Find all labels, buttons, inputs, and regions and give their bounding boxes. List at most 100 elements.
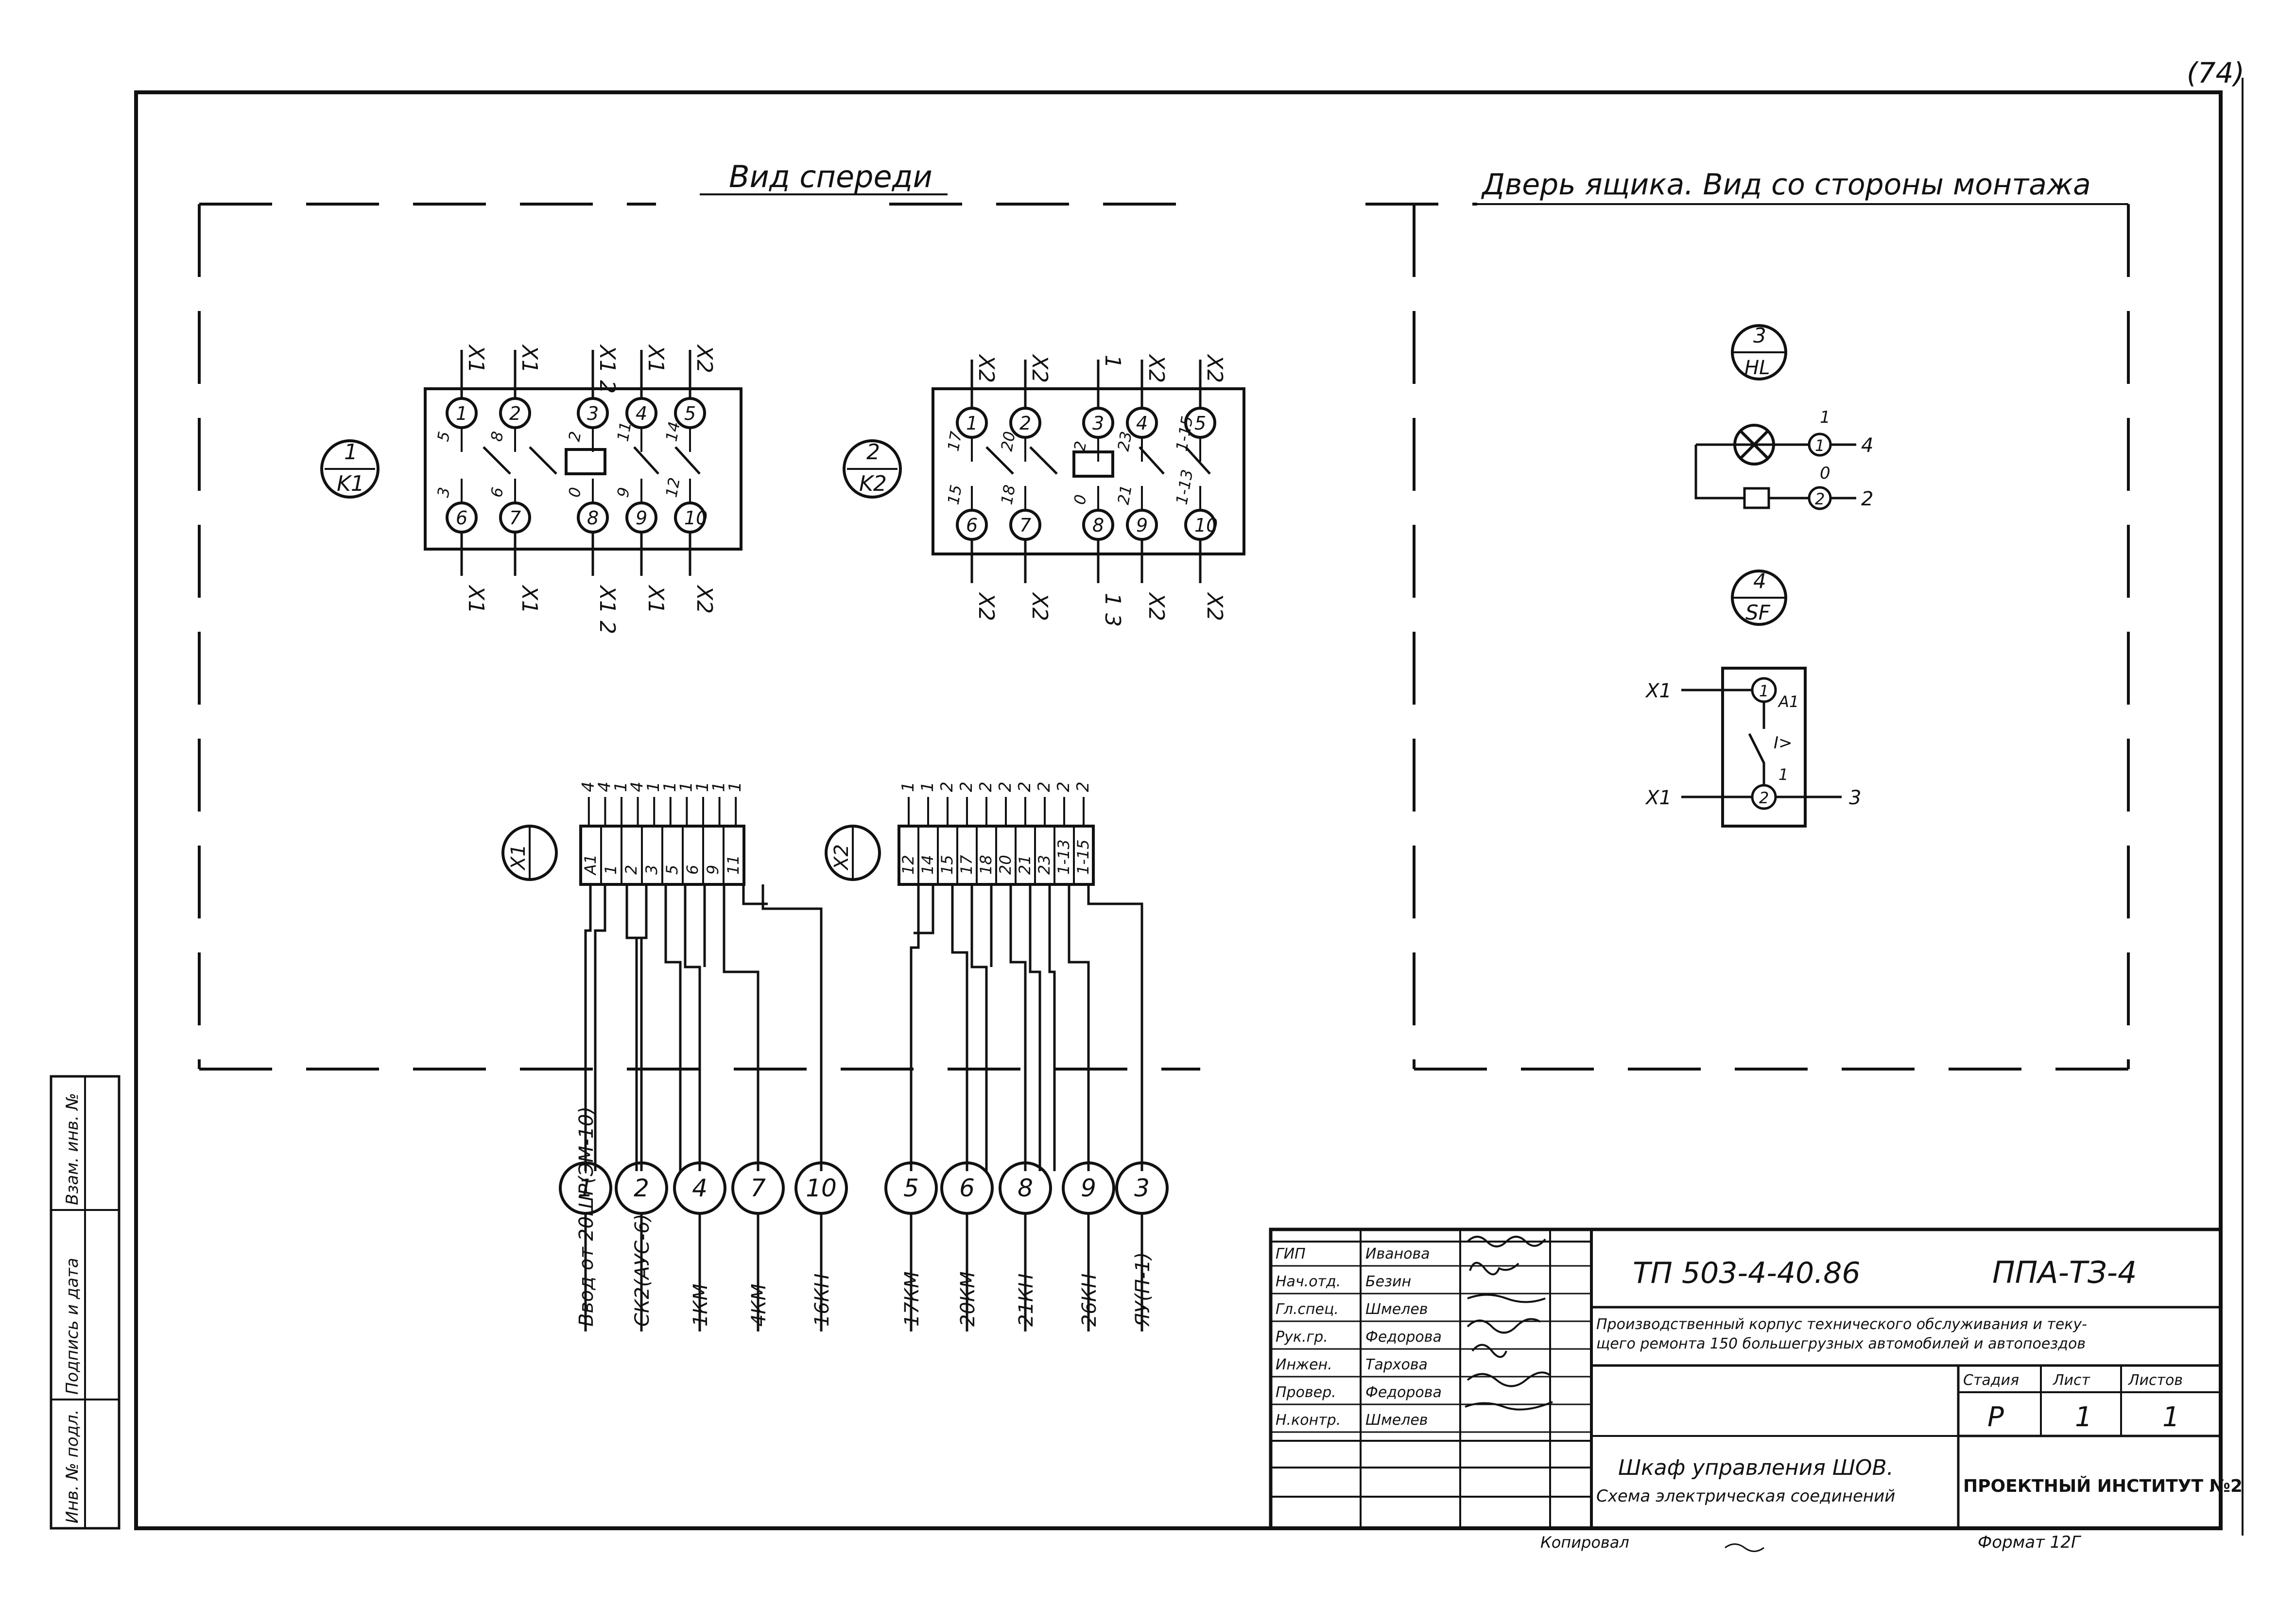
relay-pin-label: 3 bbox=[1092, 413, 1104, 434]
relay-contact-label: 15 bbox=[944, 484, 965, 506]
front-view-title: Вид спереди bbox=[729, 159, 932, 194]
cable-number: 3 bbox=[1134, 1174, 1150, 1202]
relay-pin-label: 10 bbox=[1194, 515, 1218, 536]
breaker-mark-a1: A1 bbox=[1778, 692, 1799, 711]
role-label: Гл.спец. bbox=[1276, 1301, 1339, 1318]
relay-k2 bbox=[932, 387, 1245, 555]
terminal-label: 11 bbox=[724, 855, 742, 875]
relay-contact-label: 9 bbox=[613, 486, 633, 499]
terminal-wire-label: 2 bbox=[1015, 781, 1035, 792]
terminal-label: 2 bbox=[622, 865, 640, 875]
relay-wire-top-label: X2 bbox=[974, 354, 999, 383]
breaker-symbol: I> bbox=[1774, 733, 1793, 753]
relay-wire-bottom-label: X2 bbox=[974, 592, 999, 621]
cable-number: 5 bbox=[903, 1174, 919, 1202]
relay-contact-label: 0 bbox=[565, 486, 585, 499]
relay-pin-label: 4 bbox=[1136, 413, 1148, 434]
breaker-left-wire-2: X1 bbox=[1645, 787, 1672, 809]
role-name: Федорова bbox=[1365, 1329, 1442, 1346]
relay-wire-bottom-label: X1 2 bbox=[595, 585, 620, 634]
sheet-value: 1 bbox=[2075, 1401, 2092, 1433]
terminal-label: A1 bbox=[581, 854, 600, 876]
role-name: Тархова bbox=[1365, 1356, 1428, 1373]
cable-routing bbox=[584, 884, 1143, 1171]
terminal-wire-label: 1 bbox=[709, 781, 729, 792]
terminal-wire-label: 2 bbox=[937, 781, 957, 792]
terminal-x2-badge: X2 bbox=[825, 825, 881, 881]
cable-label: 16КН bbox=[811, 1274, 833, 1327]
relay-wire-top-label: X1 2 bbox=[595, 344, 620, 394]
stamp-inv-orig: Инв. № подл. bbox=[63, 1409, 82, 1523]
terminal-wire-label: 1 bbox=[693, 781, 712, 792]
breaker-mark-1: 1 bbox=[1778, 765, 1788, 784]
relay-contact-label: 0 bbox=[1070, 493, 1090, 506]
relay-wire-top-label: 1 bbox=[1100, 355, 1125, 368]
relay-pin-label: 1 bbox=[966, 413, 978, 434]
signatures bbox=[1465, 1236, 1764, 1552]
relay-pin-label: 3 bbox=[587, 403, 599, 424]
relay-contact-label: 18 bbox=[997, 484, 1019, 506]
door-view-title: Дверь ящика. Вид со стороны монтажа bbox=[1481, 168, 2091, 202]
lamp-wire-2: 2 bbox=[1861, 488, 1873, 510]
lamp-pin-2: 2 bbox=[1815, 490, 1825, 508]
role-name: Шмелев bbox=[1365, 1412, 1428, 1429]
cable-number: 6 bbox=[959, 1174, 975, 1202]
breaker-pin-1: 1 bbox=[1759, 682, 1769, 700]
relay-contact-label: 8 bbox=[487, 430, 507, 443]
relay-wire-top-label: X1 bbox=[464, 344, 488, 373]
doc-code: ТП 503-4-40.86 bbox=[1633, 1256, 1861, 1290]
side-stamp: Инв. № подл. Подпись и дата Взам. инв. № bbox=[50, 1075, 121, 1530]
stage-value: Р bbox=[1987, 1401, 2004, 1433]
relay-pin-label: 6 bbox=[966, 515, 978, 536]
terminal-wire-label: 1 bbox=[918, 781, 937, 792]
relay-contact-label: 6 bbox=[487, 486, 507, 499]
terminal-label: 20 bbox=[996, 855, 1015, 875]
terminal-label: 21 bbox=[1016, 855, 1034, 875]
terminal-wire-label: 4 bbox=[595, 781, 614, 792]
relay-wire-bottom-label: X2 bbox=[1144, 592, 1169, 621]
page-number: (74) bbox=[2187, 56, 2244, 89]
lamp-pin-1: 1 bbox=[1815, 436, 1825, 455]
terminal-label: 14 bbox=[918, 855, 937, 875]
relay-wire-bottom-label: X2 bbox=[1027, 592, 1052, 621]
terminal-label: 9 bbox=[704, 865, 722, 875]
lamp-hl-id: 3 bbox=[1753, 324, 1766, 347]
terminal-wire-label: 2 bbox=[1054, 781, 1073, 792]
cable-label: 20КМ bbox=[957, 1271, 979, 1327]
terminal-wire-label: 1 bbox=[611, 781, 631, 792]
relay-pin-label: 9 bbox=[636, 507, 647, 529]
terminal-x2-code: X2 bbox=[830, 844, 853, 871]
terminal-wire-label: 2 bbox=[976, 781, 996, 792]
relay-pin-label: 8 bbox=[587, 507, 599, 529]
relay-wire-bottom-label: 1 3 bbox=[1100, 593, 1125, 627]
cable-number: 1 bbox=[578, 1174, 593, 1202]
stage-header: Стадия bbox=[1963, 1372, 2019, 1389]
relay-wire-top-label: X1 bbox=[643, 344, 668, 373]
copied-label: Копировал bbox=[1540, 1533, 1629, 1552]
terminal-label: 15 bbox=[938, 855, 956, 875]
relay-pin-label: 5 bbox=[684, 403, 696, 424]
terminal-wire-label: 4 bbox=[628, 781, 647, 792]
cable-label: СК2(АУС-6) bbox=[631, 1213, 654, 1327]
relay-wire-bottom-label: X1 bbox=[643, 585, 668, 614]
relay-contact-label: 23 bbox=[1114, 430, 1135, 453]
cable-label: 4КМ bbox=[748, 1284, 770, 1327]
terminal-label: 1 bbox=[602, 865, 620, 875]
relay-wire-top-label: X2 bbox=[1202, 354, 1227, 383]
relay-wire-bottom-label: X2 bbox=[1202, 592, 1227, 621]
relay-wire-top-label: X1 bbox=[517, 344, 542, 373]
role-name: Безин bbox=[1365, 1273, 1411, 1290]
relay-wire-top-label: X2 bbox=[1144, 354, 1169, 383]
lamp-hl-code: HL bbox=[1744, 357, 1770, 379]
cable-number: 8 bbox=[1018, 1174, 1033, 1202]
role-name: Шмелев bbox=[1365, 1301, 1428, 1318]
breaker-right-wire: 3 bbox=[1849, 787, 1861, 809]
terminal-label: 17 bbox=[957, 855, 976, 875]
terminal-label: 12 bbox=[899, 855, 917, 875]
relay-wire-bottom-label: X1 bbox=[517, 585, 542, 614]
relay-pin-label: 2 bbox=[509, 403, 521, 424]
relay-pin-label: 4 bbox=[636, 403, 647, 424]
